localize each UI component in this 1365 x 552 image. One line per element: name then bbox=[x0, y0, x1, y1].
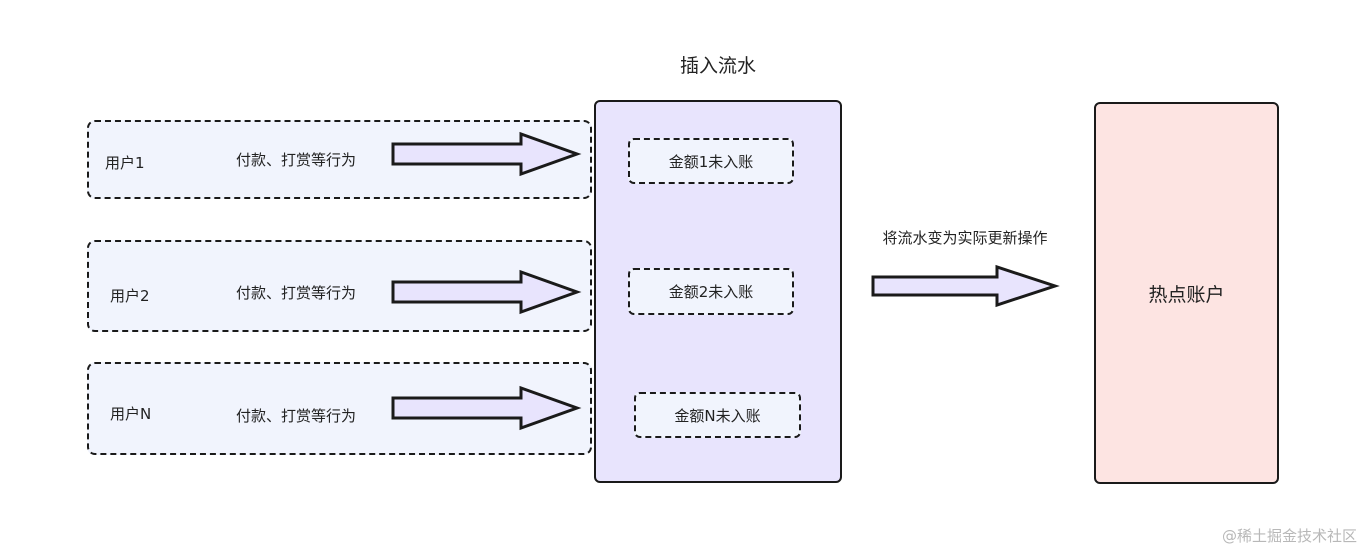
flow-entry: 金额1未入账 bbox=[628, 138, 794, 184]
user-n-to-flow-arrow bbox=[391, 385, 582, 431]
user-label: 用户N bbox=[110, 405, 152, 423]
user-label: 用户2 bbox=[110, 287, 150, 305]
flow-to-hot-account-arrow bbox=[871, 264, 1060, 308]
flow-entry: 金额N未入账 bbox=[634, 392, 801, 438]
watermark: @稀土掘金技术社区 bbox=[1221, 527, 1357, 545]
flow-entry: 金额2未入账 bbox=[628, 268, 794, 315]
user-2-to-flow-arrow bbox=[391, 269, 582, 315]
user-label: 用户1 bbox=[105, 154, 145, 172]
action-label: 付款、打赏等行为 bbox=[236, 407, 357, 425]
convert-label: 将流水变为实际更新操作 bbox=[882, 229, 1048, 247]
flow-title: 插入流水 bbox=[679, 55, 756, 77]
action-label: 付款、打赏等行为 bbox=[236, 151, 357, 169]
hot-account-box: 热点账户 bbox=[1094, 102, 1279, 484]
user-1-to-flow-arrow bbox=[391, 131, 582, 177]
action-label: 付款、打赏等行为 bbox=[236, 284, 357, 302]
